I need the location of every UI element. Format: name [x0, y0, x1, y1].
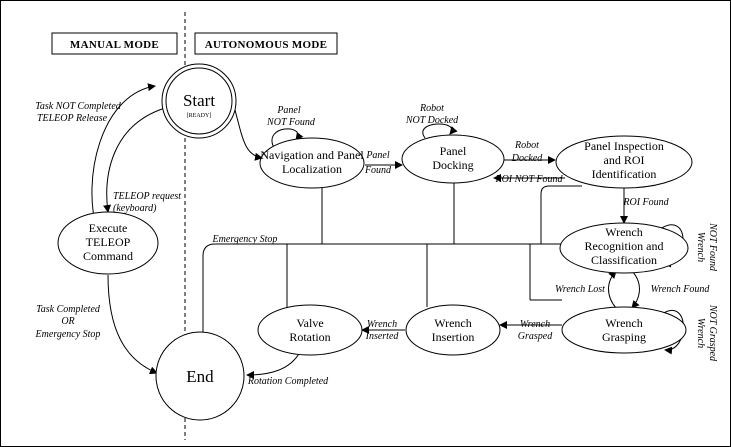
state-docking: Panel Docking — [401, 134, 505, 184]
valve-line-2: Rotation — [289, 330, 330, 344]
transition-valve-to-end — [246, 351, 301, 379]
insertion-line-2: Insertion — [432, 330, 475, 344]
state-teleop: Execute TELEOP Command — [57, 211, 159, 275]
autonomous-mode-box — [194, 32, 338, 55]
grasping-line-2: Grasping — [602, 330, 646, 344]
label-robot-not-docked-1: Robot — [419, 103, 444, 114]
label-robot-docked-1: Robot — [514, 140, 539, 151]
teleop-line-2: TELEOP — [86, 235, 131, 249]
start-label: Start — [183, 91, 215, 110]
label-wrench-not-grasped-2: NOT Grasped — [707, 304, 718, 362]
label-robot-not-docked-2: NOT Docked — [405, 115, 459, 126]
label-robot-docked-2: Docked — [511, 153, 544, 164]
state-navigation: Navigation and Panel Localization — [259, 137, 365, 189]
label-wrench-grasped-2: Grasped — [518, 331, 553, 342]
insertion-line-1: Wrench — [434, 316, 472, 330]
label-wrench-not-found: Wrench NOT Found — [695, 222, 718, 272]
self-loop-navigation — [271, 128, 304, 149]
label-wrench-not-grasped: Wrench NOT Grasped — [695, 304, 718, 362]
label-panel-found-1: Panel — [365, 150, 390, 161]
label-teleop-request-2: (keyboard) — [113, 203, 157, 214]
label-wrench-lost: Wrench Lost — [555, 284, 605, 295]
recognition-line-3: Classification — [591, 253, 657, 267]
label-task-not-completed-1: Task NOT Completed — [35, 101, 122, 112]
label-wrench-not-found-1: Wrench — [695, 232, 706, 262]
inspection-line-3: Identification — [592, 167, 657, 181]
label-roi-not-found: ROI NOT Found — [494, 174, 563, 185]
label-task-not-completed-2: TELEOP Release — [37, 113, 108, 124]
autonomous-mode-label: AUTONOMOUS MODE — [205, 39, 328, 51]
transition-teleop-to-start — [91, 83, 156, 231]
state-start: Start [READY] — [161, 63, 237, 139]
state-valve: Valve Rotation — [257, 304, 363, 356]
label-wrench-grasped-1: Wrench — [520, 319, 550, 330]
label-wrench-inserted-2: Inserted — [365, 331, 400, 342]
manual-mode-label: MANUAL MODE — [70, 39, 159, 51]
transition-teleop-to-end — [107, 274, 158, 375]
docking-line-2: Docking — [432, 158, 473, 172]
roi-not-found-return-path — [540, 185, 582, 244]
self-loop-docking — [422, 123, 458, 139]
state-inspection: Panel Inspection and ROI Identification — [555, 135, 693, 189]
manual-mode-box — [51, 32, 178, 55]
label-rotation-completed: Rotation Completed — [247, 376, 329, 387]
label-panel-not-found-1: Panel — [276, 105, 301, 116]
state-end: End — [155, 331, 245, 421]
label-emergency-stop: Emergency Stop — [212, 234, 278, 245]
label-teleop-request-1: TELEOP request — [113, 191, 181, 202]
label-task-completed-3: Emergency Stop — [35, 329, 101, 340]
label-roi-found: ROI Found — [622, 197, 669, 208]
recognition-line-1: Wrench — [605, 225, 643, 239]
valve-line-1: Valve — [296, 316, 323, 330]
transition-grasping-to-recognition — [608, 270, 617, 309]
label-task-completed-1: Task Completed — [36, 304, 101, 315]
label-task-completed-2: OR — [61, 316, 74, 327]
recognition-line-2: Recognition and — [585, 239, 664, 253]
state-grasping: Wrench Grasping — [561, 306, 687, 354]
emergency-stop-bus — [199, 176, 562, 359]
label-wrench-inserted-1: Wrench — [367, 319, 397, 330]
label-wrench-not-grasped-1: Wrench — [695, 318, 706, 348]
navigation-line-1: Navigation and Panel — [260, 148, 364, 162]
transition-recognition-to-grasping — [631, 270, 640, 309]
teleop-line-3: Command — [83, 249, 133, 263]
start-sublabel: [READY] — [187, 113, 212, 119]
state-recognition: Wrench Recognition and Classification — [559, 222, 689, 274]
transition-start-to-navigation — [234, 109, 263, 161]
state-insertion: Wrench Insertion — [405, 304, 501, 356]
label-panel-not-found-2: NOT Found — [266, 117, 316, 128]
end-label: End — [186, 367, 214, 386]
docking-line-1: Panel — [440, 144, 467, 158]
inspection-line-1: Panel Inspection — [584, 139, 664, 153]
label-wrench-found: Wrench Found — [651, 284, 711, 295]
transition-start-to-teleop — [103, 107, 166, 213]
navigation-line-2: Localization — [282, 162, 342, 176]
inspection-line-2: and ROI — [604, 153, 645, 167]
label-panel-found-2: Found — [364, 165, 392, 176]
teleop-line-1: Execute — [89, 221, 128, 235]
grasping-line-1: Wrench — [605, 316, 643, 330]
label-wrench-not-found-2: NOT Found — [707, 222, 718, 272]
